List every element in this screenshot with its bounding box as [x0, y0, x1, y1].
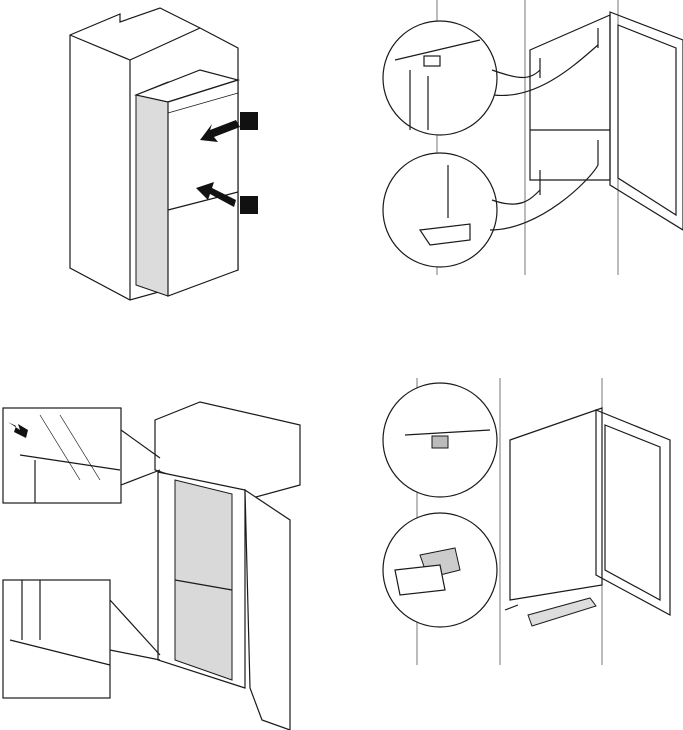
- step-marker: [240, 196, 258, 214]
- panel-hinge-covers: [382, 378, 671, 665]
- panel-screw-fixing: [382, 0, 683, 275]
- step-marker: [240, 112, 258, 130]
- arrow-icon: [196, 182, 236, 207]
- panel-door-alignment: [2, 401, 301, 730]
- arrow-icon: [8, 422, 28, 438]
- arrow-icon: [200, 120, 240, 142]
- panel-insert-appliance: [69, 7, 258, 301]
